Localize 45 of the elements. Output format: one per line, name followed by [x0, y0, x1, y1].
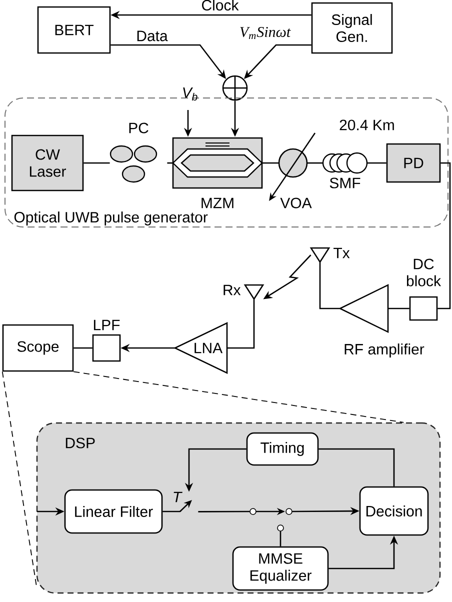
photodiode-box: PD [386, 143, 441, 183]
process-box: MMSE Equalizer [232, 546, 329, 591]
process-box: Linear Filter [64, 489, 163, 534]
component-label: RF amplifier [344, 344, 424, 358]
connector-line [367, 162, 386, 164]
group-label: Optical UWB pulse generator [14, 212, 208, 226]
component-label: LNA [194, 342, 223, 354]
connector-line [262, 162, 279, 164]
connector-line [74, 347, 92, 349]
instrument-box: Signal Gen. [311, 2, 393, 54]
component-label: Rx [224, 284, 241, 296]
switch-symbol [250, 508, 292, 532]
zoom-line [73, 371, 404, 423]
connector-line [438, 162, 451, 310]
component-label: VOA [280, 198, 312, 208]
component-label: MZM [202, 198, 234, 208]
edge-label: V$_{b}$ [183, 87, 198, 101]
edge-label: Data [137, 30, 168, 42]
connector-line [162, 510, 182, 512]
edge-label: Clock [202, 0, 239, 10]
instrument-box: BERT [37, 6, 111, 54]
connector-line [198, 510, 250, 512]
connector-line [84, 162, 110, 164]
group-label: DSP [66, 438, 95, 448]
connector-line [319, 262, 340, 310]
component-label: PC [129, 122, 148, 134]
connector-line [318, 448, 395, 486]
component-label: Tx [334, 248, 350, 258]
sampler-label: T [174, 492, 182, 502]
instrument-box: Scope [2, 324, 74, 372]
component-label: SMF [330, 178, 360, 188]
zoom-line [2, 371, 37, 586]
process-box: Decision [359, 486, 429, 536]
connector-line [388, 308, 410, 310]
process-box: Timing [246, 432, 319, 466]
connector-line [227, 299, 255, 349]
edge-label: V$_{m}$Sinωt [240, 26, 291, 40]
component-label: DC block [406, 258, 442, 286]
connector-line [307, 162, 323, 164]
connector-line [167, 162, 173, 164]
component-label: LPF [94, 320, 120, 330]
length-label: 20.4 Km [340, 120, 394, 130]
adder-symbol [222, 75, 248, 101]
laser-box: CW Laser [11, 134, 84, 192]
connector-line [280, 531, 282, 546]
